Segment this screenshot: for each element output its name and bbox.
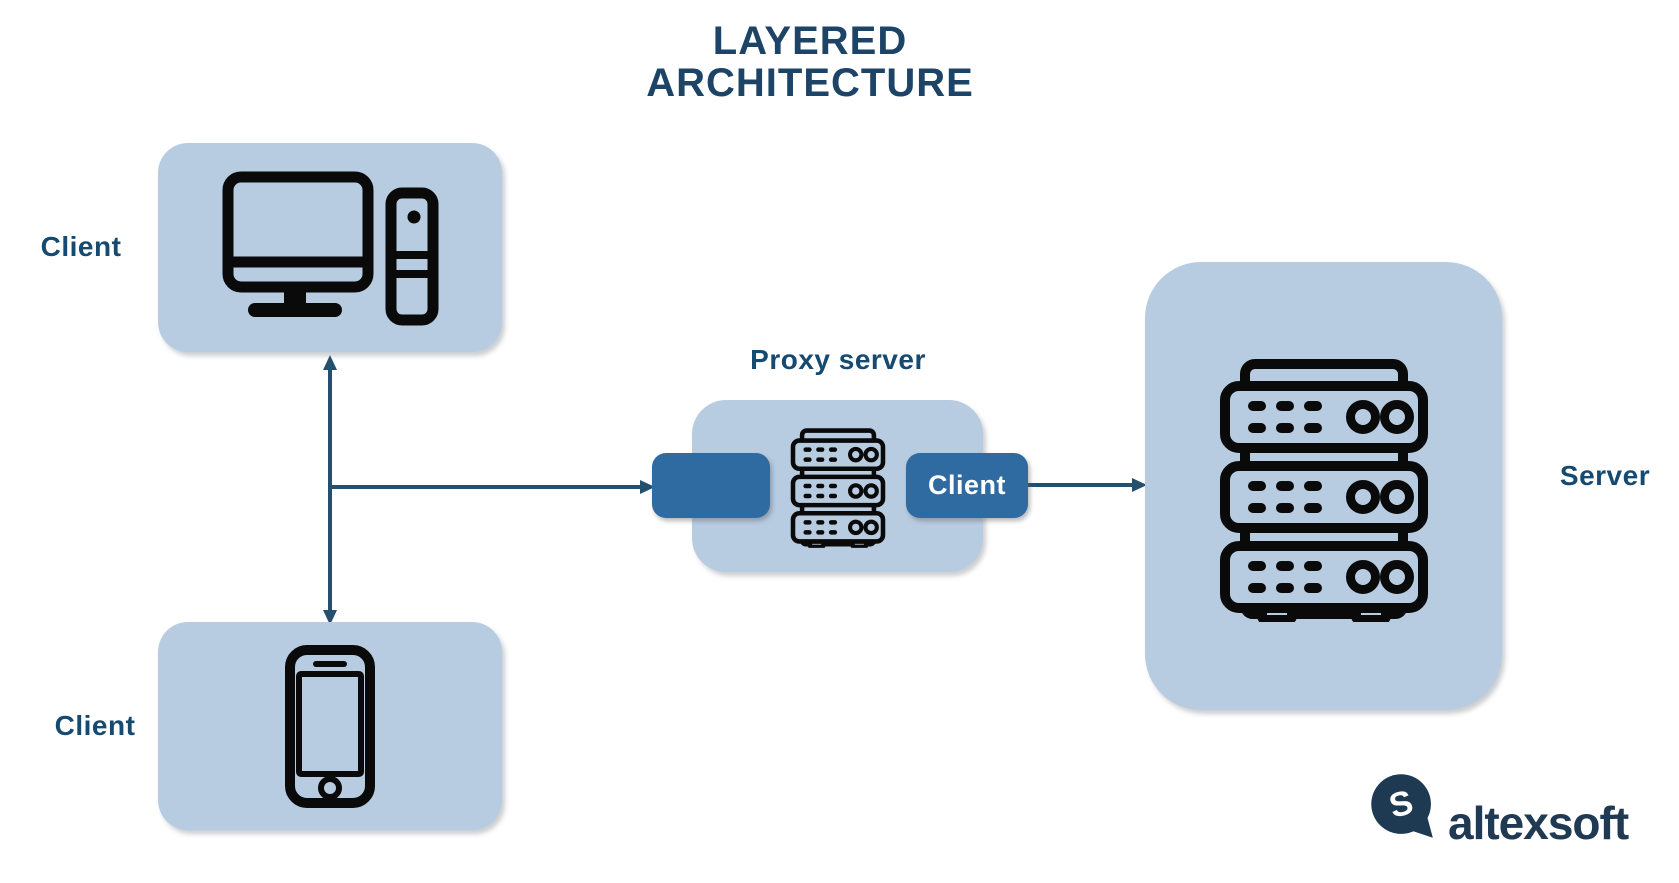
client-top-label: Client bbox=[40, 231, 122, 262]
server-node bbox=[1145, 262, 1502, 710]
arrowhead-right-server bbox=[1132, 478, 1147, 492]
client-mobile-node bbox=[158, 622, 502, 830]
client-desktop-node bbox=[158, 143, 502, 352]
server-label: Server bbox=[1559, 460, 1651, 491]
proxy-client-badge: Client bbox=[906, 453, 1028, 518]
smartphone-icon bbox=[285, 644, 375, 808]
diagram-title: LAYERED ARCHITECTURE bbox=[646, 19, 974, 105]
arrowhead-down bbox=[323, 610, 337, 625]
proxy-server-label: Proxy server bbox=[750, 344, 926, 375]
client-bottom-label: Client bbox=[54, 710, 136, 741]
altexsoft-wordmark: altexsoft bbox=[1448, 797, 1629, 849]
server-rack-icon bbox=[1213, 350, 1435, 622]
server-rack-icon bbox=[788, 424, 888, 548]
desktop-computer-icon bbox=[222, 171, 439, 325]
arrowhead-right-proxy bbox=[640, 480, 655, 494]
altexsoft-logo-mark: S bbox=[1371, 774, 1433, 838]
proxy-left-badge bbox=[652, 453, 770, 518]
arrowhead-up bbox=[323, 355, 337, 370]
proxy-client-badge-label: Client bbox=[927, 470, 1006, 500]
